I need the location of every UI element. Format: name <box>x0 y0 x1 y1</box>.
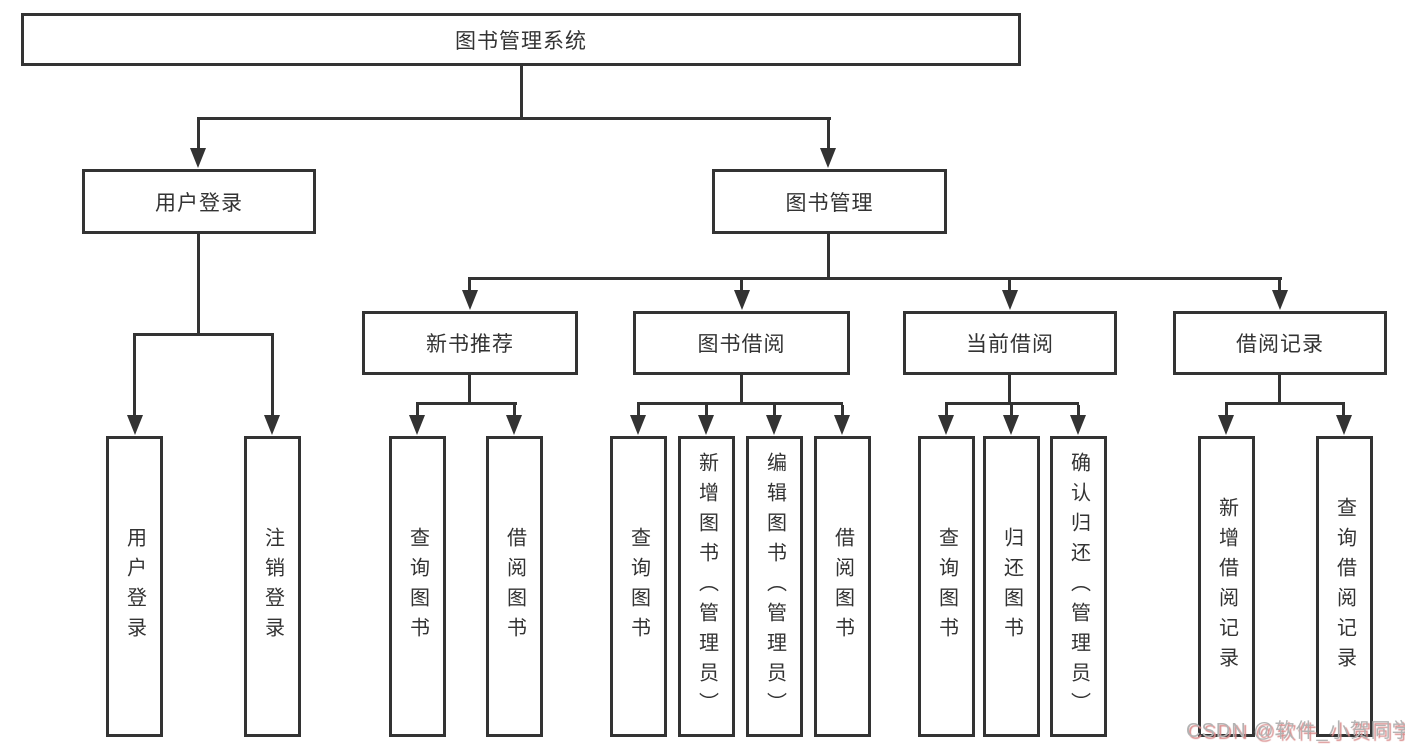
leaf-logout-label: 注销登录 <box>261 526 284 647</box>
connector-leaf-drop <box>1342 405 1345 417</box>
connector-group-hline <box>1225 402 1345 405</box>
leaf-return-book-label: 归还图书 <box>1000 526 1023 647</box>
node-book-management-label: 图书管理 <box>785 191 874 215</box>
arrowhead-icon <box>630 415 646 435</box>
leaf-borrow-query-book: 查询图书 <box>610 436 667 737</box>
connector-user-login-stem <box>197 234 200 335</box>
leaf-add-borrow-record: 新增借阅记录 <box>1198 436 1255 737</box>
connector-root-stem <box>520 66 523 119</box>
connector-level3-drop <box>1278 280 1281 292</box>
arrowhead-icon <box>1336 415 1352 435</box>
leaf-add-book-admin-label: 新增图书（管理员） <box>695 451 718 722</box>
connector-leaf-drop <box>271 336 274 416</box>
connector-book-mgmt-drop <box>827 119 830 150</box>
arrowhead-icon <box>938 415 954 435</box>
arrowhead-icon <box>1218 415 1234 435</box>
node-current-borrow: 当前借阅 <box>903 311 1117 375</box>
connector-leaf-drop <box>841 405 844 417</box>
connector-group-stem <box>1278 375 1281 405</box>
arrowhead-icon <box>766 415 782 435</box>
connector-level3-drop <box>740 280 743 292</box>
leaf-borrow-book: 借阅图书 <box>814 436 871 737</box>
leaf-add-book-admin: 新增图书（管理员） <box>678 436 735 737</box>
leaf-borrow-book-label: 借阅图书 <box>831 526 854 647</box>
arrowhead-icon <box>462 290 478 310</box>
connector-group-hline <box>416 402 517 405</box>
arrowhead-icon <box>1003 415 1019 435</box>
node-borrow-records-label: 借阅记录 <box>1236 333 1324 356</box>
node-current-borrow-label: 当前借阅 <box>966 333 1054 356</box>
connector-group-hline <box>637 402 843 405</box>
arrowhead-icon <box>1272 290 1288 310</box>
arrowhead-icon <box>1002 290 1018 310</box>
leaf-edit-book-admin: 编辑图书（管理员） <box>746 436 803 737</box>
connector-user-login-drop <box>197 119 200 150</box>
leaf-newbook-borrow-book: 借阅图书 <box>486 436 543 737</box>
connector-book-mgmt-stem <box>827 234 830 279</box>
node-book-management: 图书管理 <box>712 169 947 234</box>
connector-group-stem <box>740 375 743 405</box>
leaf-borrow-query-book-label: 查询图书 <box>627 526 650 647</box>
node-borrow-records: 借阅记录 <box>1173 311 1387 375</box>
arrowhead-icon <box>834 415 850 435</box>
connector-root-hline <box>197 117 831 120</box>
node-user-login: 用户登录 <box>82 169 316 234</box>
leaf-confirm-return-admin-label: 确认归还（管理员） <box>1067 451 1090 722</box>
leaf-add-borrow-record-label: 新增借阅记录 <box>1215 496 1238 677</box>
connector-leaf-drop <box>133 336 136 416</box>
arrowhead-icon <box>506 415 522 435</box>
connector-level3-drop <box>468 280 471 292</box>
connector-book-mgmt-hline <box>468 277 1282 280</box>
node-root: 图书管理系统 <box>21 13 1021 66</box>
arrowhead-icon <box>409 415 425 435</box>
leaf-user-login: 用户登录 <box>106 436 163 737</box>
connector-leaf-drop <box>1225 405 1228 417</box>
arrowhead-icon <box>264 415 280 435</box>
connector-leaf-drop <box>705 405 708 417</box>
csdn-watermark: CSDN @软件_小贺同学 <box>1186 720 1405 742</box>
arrowhead-icon <box>820 148 836 168</box>
leaf-edit-book-admin-label: 编辑图书（管理员） <box>763 451 786 722</box>
connector-leaf-drop <box>1010 405 1013 417</box>
arrowhead-icon <box>698 415 714 435</box>
node-book-borrow: 图书借阅 <box>633 311 850 375</box>
connector-leaf-drop <box>416 405 419 417</box>
connector-leaf-drop <box>637 405 640 417</box>
leaf-newbook-query-book: 查询图书 <box>389 436 446 737</box>
leaf-return-book: 归还图书 <box>983 436 1040 737</box>
connector-user-login-hline <box>133 333 274 336</box>
leaf-confirm-return-admin: 确认归还（管理员） <box>1050 436 1107 737</box>
connector-group-stem <box>1008 375 1011 405</box>
arrowhead-icon <box>734 290 750 310</box>
node-new-book-recommend: 新书推荐 <box>362 311 578 375</box>
connector-group-hline <box>945 402 1079 405</box>
node-user-login-label: 用户登录 <box>155 191 243 215</box>
leaf-newbook-query-book-label: 查询图书 <box>406 526 429 647</box>
connector-level3-drop <box>1008 280 1011 292</box>
arrowhead-icon <box>190 148 206 168</box>
leaf-current-query-book-label: 查询图书 <box>935 526 958 647</box>
connector-leaf-drop <box>945 405 948 417</box>
leaf-current-query-book: 查询图书 <box>918 436 975 737</box>
leaf-query-borrow-record: 查询借阅记录 <box>1316 436 1373 737</box>
leaf-logout: 注销登录 <box>244 436 301 737</box>
connector-leaf-drop <box>773 405 776 417</box>
arrowhead-icon <box>1070 415 1086 435</box>
arrowhead-icon <box>127 415 143 435</box>
connector-leaf-drop <box>513 405 516 417</box>
node-new-book-recommend-label: 新书推荐 <box>426 333 514 356</box>
leaf-user-login-label: 用户登录 <box>123 526 146 647</box>
node-root-label: 图书管理系统 <box>455 29 587 53</box>
leaf-query-borrow-record-label: 查询借阅记录 <box>1333 496 1356 677</box>
node-book-borrow-label: 图书借阅 <box>697 333 786 356</box>
leaf-newbook-borrow-book-label: 借阅图书 <box>503 526 526 647</box>
connector-leaf-drop <box>1077 405 1080 417</box>
connector-group-stem <box>468 375 471 405</box>
